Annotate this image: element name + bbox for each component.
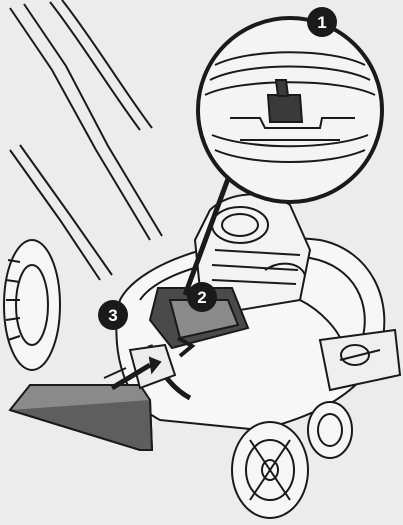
callout-2: 2	[187, 282, 217, 312]
rear-left-wheel	[3, 239, 61, 371]
callout-1: 1	[307, 7, 337, 37]
callout-3: 3	[98, 300, 128, 330]
callout-1-number: 1	[317, 13, 326, 32]
height-adjust-lever	[318, 328, 402, 392]
callout-3-number: 3	[108, 306, 117, 325]
zoom-leader-line	[182, 167, 235, 296]
mower-handle	[9, 0, 163, 281]
side-discharge-chute	[8, 343, 177, 451]
front-left-wheel	[307, 401, 353, 459]
discharge-flap	[148, 287, 250, 350]
zoom-detail-circle	[196, 16, 384, 204]
insertion-arrow	[110, 356, 162, 391]
callout-2-number: 2	[197, 288, 206, 307]
mower-engine	[193, 193, 312, 312]
front-right-wheel	[231, 421, 309, 519]
